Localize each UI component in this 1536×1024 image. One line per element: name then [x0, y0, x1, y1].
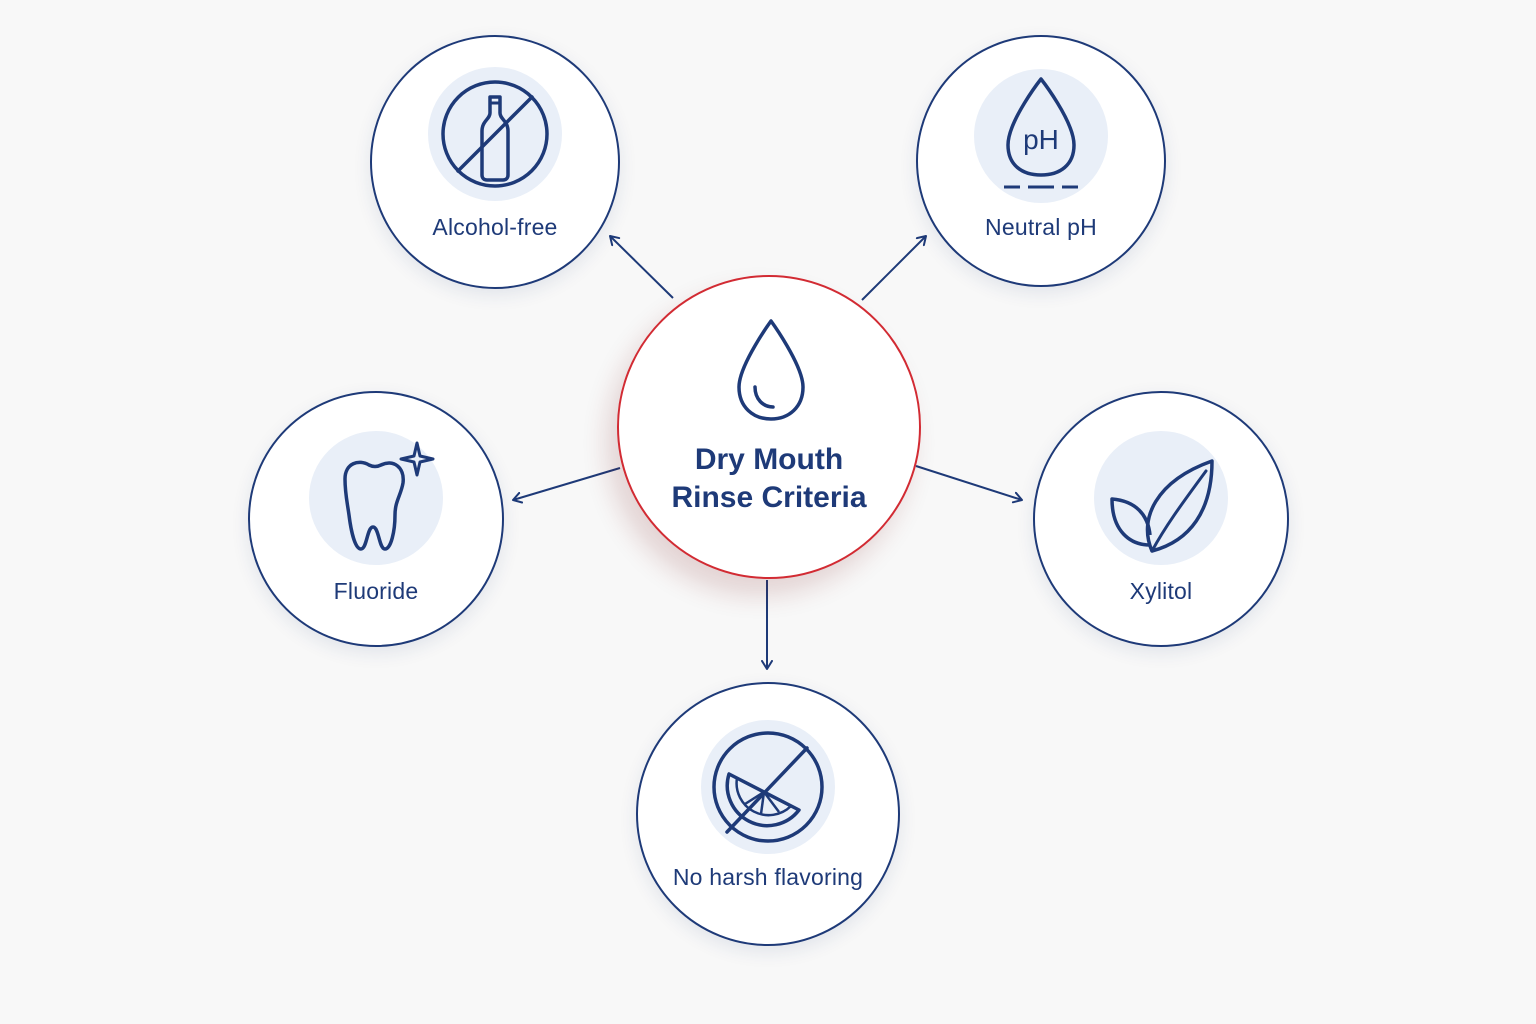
criterion-xylitol: Xylitol — [1033, 391, 1289, 647]
arrow-to-xylitol — [915, 465, 1023, 504]
center-node: Dry Mouth Rinse Criteria — [617, 275, 921, 579]
criterion-label: Fluoride — [333, 578, 419, 604]
center-title: Dry Mouth Rinse Criteria — [619, 441, 919, 517]
ph-drop-icon: pH — [1004, 77, 1078, 189]
ph-drop-text: pH — [1023, 124, 1059, 155]
arrow-to-alcohol-free — [609, 235, 674, 299]
criterion-label: No harsh flavoring — [672, 864, 864, 890]
criterion-label: Alcohol-free — [432, 214, 558, 240]
arrow-to-neutral-ph — [861, 235, 927, 301]
no-citrus-icon — [712, 731, 824, 843]
leaf-icon — [1110, 459, 1214, 553]
no-alcohol-bottle-icon — [441, 80, 549, 188]
water-drop-icon — [737, 319, 805, 421]
sparkling-tooth-icon — [343, 441, 435, 551]
criterion-no-harsh-flavoring: No harsh flavoring — [636, 682, 900, 946]
center-title-line1: Dry Mouth — [694, 443, 844, 476]
criterion-alcohol-free: Alcohol-free — [370, 35, 620, 289]
criterion-fluoride: Fluoride — [248, 391, 504, 647]
criterion-label: Xylitol — [1129, 578, 1193, 604]
arrow-to-fluoride — [512, 467, 621, 504]
criterion-label: Neutral pH — [985, 214, 1097, 240]
criterion-neutral-ph: pH Neutral pH — [916, 35, 1166, 287]
center-title-line2: Rinse Criteria — [671, 481, 867, 514]
